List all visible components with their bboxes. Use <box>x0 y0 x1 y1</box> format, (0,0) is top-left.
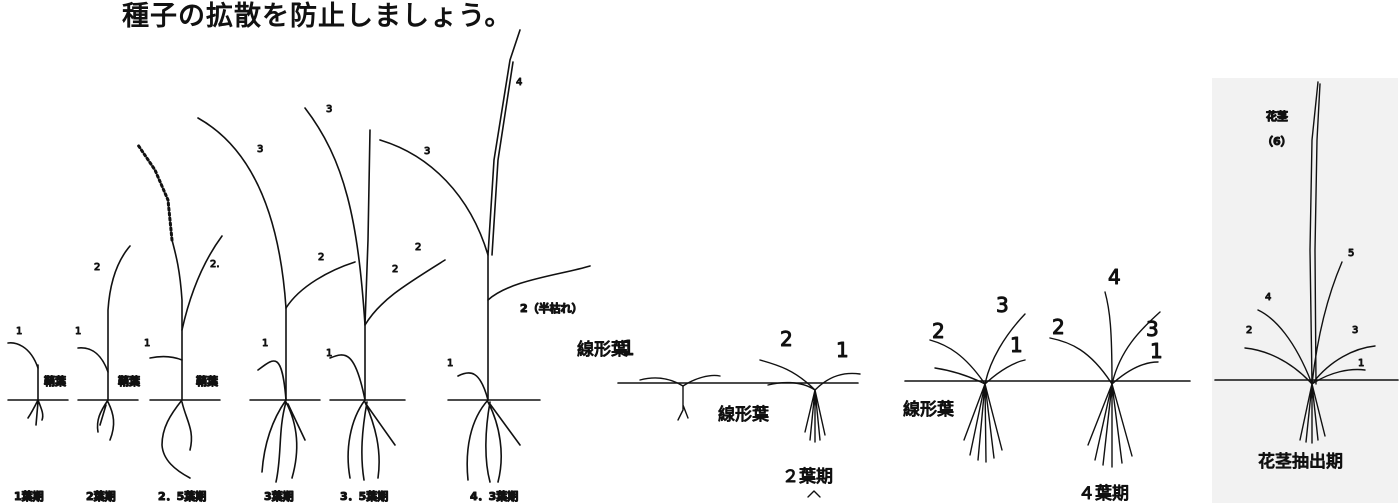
leaf-number: 2 <box>780 327 793 351</box>
leaf-number: 1 <box>622 336 635 360</box>
linear-leaf-label: 線形葉 <box>718 405 769 425</box>
stage-label: ４葉期 <box>1078 484 1129 503</box>
leaf-number: 3 <box>257 144 263 155</box>
leaf-number: 3 <box>424 146 430 157</box>
plant-4-3-leaf-stage <box>379 29 591 483</box>
stage-label: 4．3葉期 <box>470 489 518 503</box>
plant-3-leaf-stage-crabgrass <box>929 313 1026 463</box>
stage-label: 花茎抽出期 <box>1258 452 1343 472</box>
leaf-number: 1 <box>144 338 150 349</box>
flower-stem-label: 花茎 <box>1266 109 1288 123</box>
leaf-number: 2 <box>94 262 100 273</box>
heading-stage-panel-background <box>1212 78 1398 503</box>
leaf-number: 4 <box>1108 265 1121 289</box>
leaf-number: 2 <box>1246 325 1252 336</box>
leaf-number: 1 <box>262 338 268 349</box>
seedling-linear-leaf <box>639 374 721 421</box>
page-title: 種子の拡散を防止しましょう。 <box>122 1 513 32</box>
leaf-number: 1 <box>1150 339 1163 363</box>
leaf-number: 5 <box>1348 248 1354 259</box>
leaf-number: 1 <box>1358 358 1364 369</box>
leaf-number: 2 <box>392 264 398 275</box>
leaf-number: 3 <box>1146 317 1159 341</box>
leaf-number: 4 <box>1265 292 1271 303</box>
leaf-number: 2 <box>932 319 945 343</box>
leaf-number: 1 <box>326 348 332 359</box>
plant-2-leaf-stage-crabgrass <box>759 359 861 443</box>
leaf-number: 1 <box>447 358 453 369</box>
arrow-up-icon <box>807 490 821 498</box>
leaf-number: 4 <box>516 77 522 88</box>
coleoptile-label: 鞘葉 <box>118 374 141 388</box>
plant-2-5-leaf-stage <box>136 143 223 479</box>
leaf-number: 1 <box>836 338 849 362</box>
leaf-number: 2. <box>210 259 220 270</box>
stage-label: 2葉期 <box>86 489 116 503</box>
linear-leaf-label: 線形葉 <box>577 340 628 360</box>
stage-label: 3．5葉期 <box>340 489 388 503</box>
stage-label: ２葉期 <box>782 467 833 487</box>
plant-3-5-leaf-stage <box>304 107 446 481</box>
coleoptile-label: 鞘葉 <box>196 374 219 388</box>
plant-3-leaf-stage <box>197 117 356 483</box>
middle-panel: 1 線形葉 2 1 線形葉 2 3 1 線形葉 2 4 3 1 ２葉期 ４葉期 <box>577 265 1191 503</box>
plant-2-leaf-stage <box>77 245 131 441</box>
stage-label: 3葉期 <box>264 489 294 503</box>
left-panel: 1 1 1 1 1 1 2 2 2. 3 3 3 2 2 4 鞘葉 鞘葉 鞘葉 … <box>7 29 591 503</box>
stage-label: 2．5葉期 <box>158 489 206 503</box>
leaf-number: 3 <box>1352 325 1358 336</box>
half-withered-label: 2（半枯れ） <box>520 301 583 315</box>
linear-leaf-label: 線形葉 <box>903 400 954 420</box>
leaf-number: 2 <box>415 242 421 253</box>
leaf-number: 2 <box>1052 315 1065 339</box>
flower-stem-number: （6） <box>1262 135 1292 148</box>
plant-1-leaf-stage <box>7 342 44 426</box>
plant-4-leaf-stage-crabgrass <box>1049 291 1161 468</box>
leaf-number: 1 <box>75 326 81 337</box>
leaf-number: 1 <box>1010 333 1023 357</box>
plant-heading-stage <box>1244 81 1376 444</box>
stage-label: 1葉期 <box>14 489 44 503</box>
leaf-number: 3 <box>326 104 332 115</box>
leaf-number: 2 <box>318 252 324 263</box>
right-panel: 花茎 （6） 5 4 2 3 1 花茎抽出期 <box>1214 81 1399 473</box>
leaf-number: 1 <box>16 326 22 337</box>
leaf-number: 3 <box>996 293 1009 317</box>
coleoptile-label: 鞘葉 <box>44 374 67 388</box>
